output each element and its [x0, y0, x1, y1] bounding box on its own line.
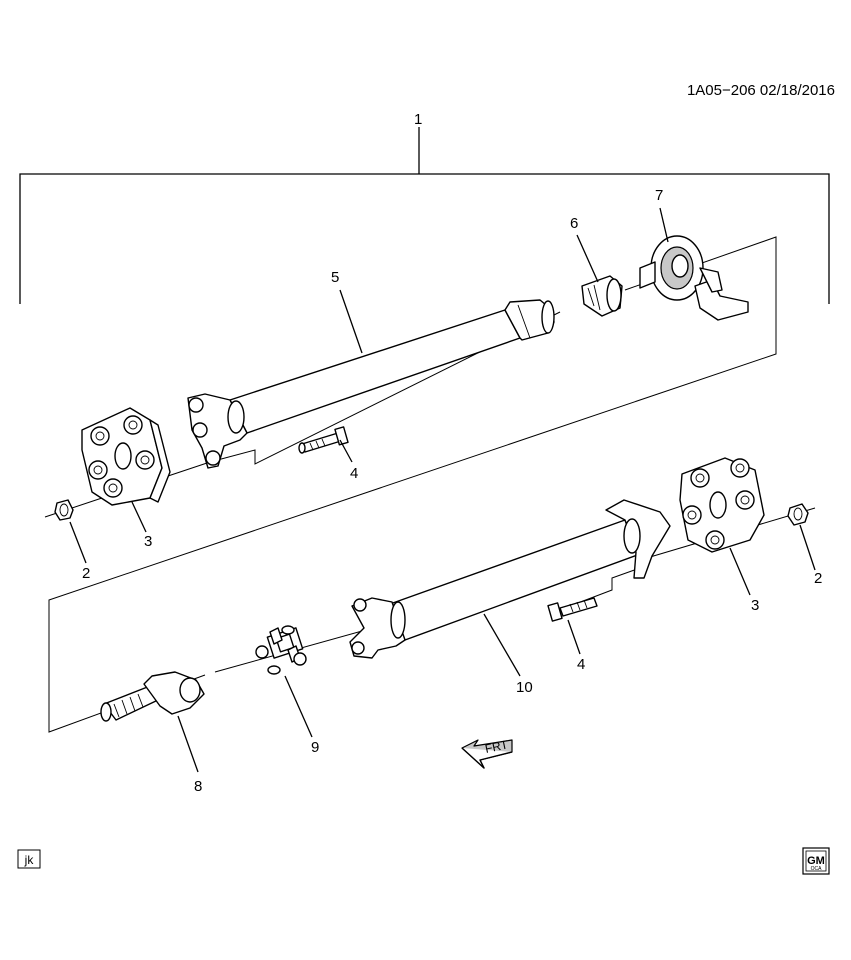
lower-bolt: [547, 597, 598, 622]
callout-7: 7: [655, 187, 663, 204]
rear-propeller-shaft: [349, 499, 671, 659]
callout-3-lower: 3: [751, 597, 759, 614]
lower-flex-coupling: [679, 457, 765, 553]
callout-10: 10: [516, 679, 533, 696]
front-propeller-shaft: [187, 299, 555, 469]
svg-text:FRT: FRT: [484, 737, 510, 756]
slip-seal: [581, 275, 623, 317]
slip-yoke: [100, 671, 205, 722]
center-support-bearing: [639, 235, 749, 321]
callout-4-upper: 4: [350, 465, 358, 482]
upper-flex-coupling: [81, 407, 171, 506]
callout-1: 1: [414, 111, 422, 128]
upper-nut: [54, 499, 74, 521]
callout-8: 8: [194, 778, 202, 795]
leader-lines: [69, 207, 816, 773]
callout-3-upper: 3: [144, 533, 152, 550]
front-direction-arrow-icon: FRT: [461, 737, 513, 769]
lower-nut: [787, 503, 809, 526]
svg-text:GM: GM: [807, 855, 825, 867]
universal-joint: [255, 625, 307, 675]
callout-2-lower: 2: [814, 570, 822, 587]
assembly-bracket: [19, 127, 830, 304]
callout-5: 5: [331, 269, 339, 286]
callout-2-upper: 2: [82, 565, 90, 582]
author-initials-box: jk: [17, 849, 41, 869]
callout-6: 6: [570, 215, 578, 232]
document-code: 1A05−206 02/18/2016: [687, 82, 835, 99]
svg-text:OCA: OCA: [811, 866, 823, 872]
callout-4-lower: 4: [577, 656, 585, 673]
svg-text:jk: jk: [24, 853, 35, 867]
callout-9: 9: [311, 739, 319, 756]
gm-logo-icon: GM OCA: [802, 847, 830, 875]
